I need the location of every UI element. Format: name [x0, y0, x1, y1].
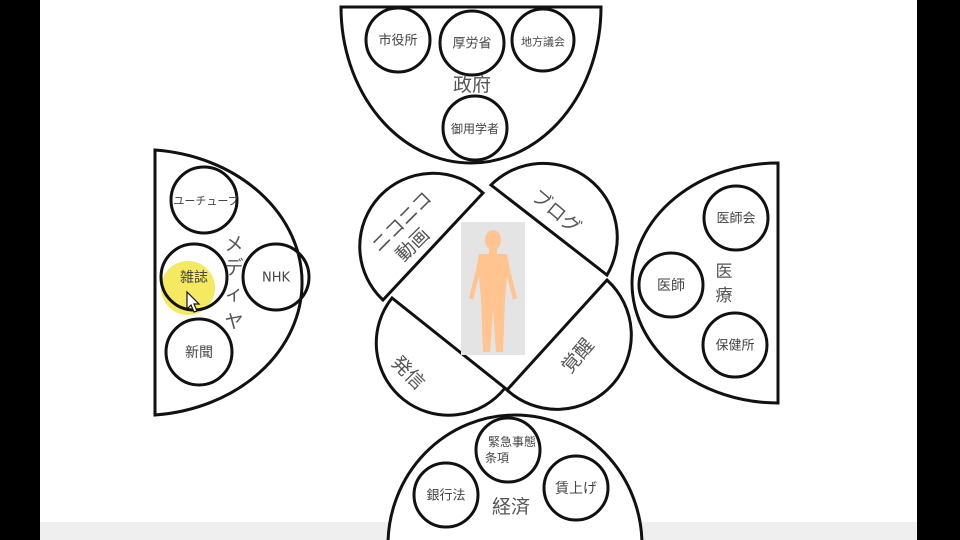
media-semicircle: [153, 148, 304, 417]
media-title-4: ヤ: [224, 311, 243, 333]
label-medical-association: 医師会: [716, 212, 755, 227]
petal-niconico: [358, 171, 486, 303]
label-scholars: 御用学者: [451, 121, 499, 136]
label-wage-increase: 賃上げ: [555, 481, 597, 497]
label-health-center: 保健所: [715, 339, 754, 354]
cursor-highlight: [161, 261, 215, 315]
label-newspaper: 新聞: [185, 345, 213, 361]
label-bank-act: 銀行法: [426, 489, 465, 504]
circle-doctor: [637, 251, 705, 319]
label-nhk: NHK: [262, 271, 291, 286]
media-title-3: ィ: [224, 283, 243, 305]
medical-title-1: 医: [716, 262, 733, 282]
medical-semicircle: [630, 161, 780, 405]
circle-health-center: [701, 311, 769, 379]
circle-newspaper: [164, 317, 234, 387]
media-group: ユーチューブ 雑誌 NHK 新聞 メ デ ィ ヤ: [153, 148, 311, 417]
human-figure-icon: [469, 230, 517, 352]
medical-title-2: 療: [716, 286, 733, 306]
center-group: ニコニコ 動画 ブログ 発信 覚醒: [358, 161, 633, 417]
government-title: 政府: [453, 74, 491, 96]
circle-scholars: [441, 94, 509, 162]
label-magazine: 雑誌: [180, 270, 208, 286]
mouse-cursor-icon: [186, 290, 201, 313]
circle-local-assembly: [510, 7, 576, 73]
economy-title: 経済: [492, 496, 530, 518]
circle-city-hall: [364, 6, 432, 74]
circle-wage-increase: [542, 454, 610, 522]
label-emergency-clause-1: 緊急事態: [488, 434, 536, 449]
label-youtube: ユーチューブ: [173, 194, 238, 208]
label-doctor: 医師: [657, 278, 685, 294]
media-title-2: デ: [224, 257, 243, 279]
petal-broadcast: [374, 295, 508, 417]
petal-blog: [488, 161, 619, 278]
government-group: 市役所 厚労省 地方議会 御用学者 政府: [339, 5, 603, 165]
medical-group: 医師会 医師 保健所 医 療: [630, 161, 780, 405]
circle-emergency-clause: [474, 416, 542, 484]
label-local-assembly: 地方議会: [521, 35, 565, 49]
economy-group: 緊急事態 条項 銀行法 賃上げ 経済: [386, 413, 644, 540]
circle-nhk: [241, 242, 311, 312]
media-title-1: メ: [224, 233, 243, 255]
label-emergency-clause-2: 条項: [485, 451, 509, 465]
economy-semicircle: [386, 413, 644, 540]
circle-bank-act: [412, 461, 480, 529]
petal-awakening: [504, 277, 633, 411]
government-semicircle: [339, 5, 603, 165]
circle-youtube: [169, 165, 239, 235]
circle-mhlw: [438, 9, 506, 77]
label-city-hall: 市役所: [378, 33, 417, 49]
label-mhlw: 厚労省: [452, 37, 491, 52]
circle-medical-association: [702, 184, 770, 252]
